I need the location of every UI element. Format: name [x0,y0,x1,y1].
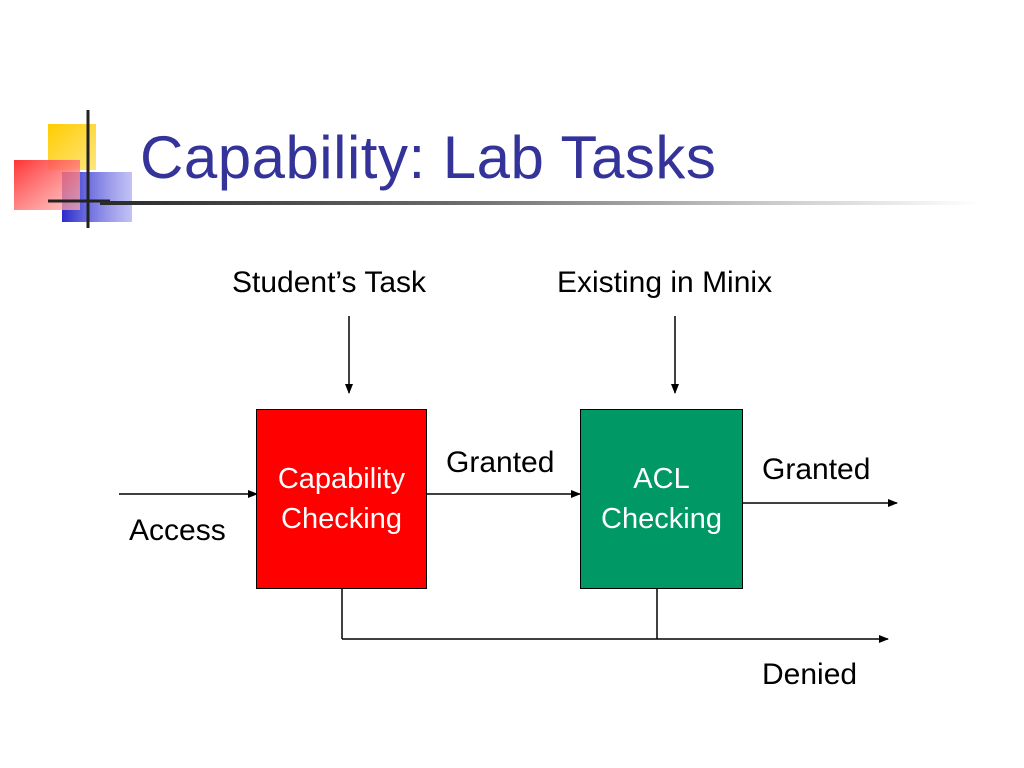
title-underline [100,201,980,205]
capability-box-line2: Checking [281,503,402,535]
access-label: Access [129,514,226,547]
existing-minix-label: Existing in Minix [557,266,773,299]
granted-label-2: Granted [762,453,871,486]
acl-checking-box: ACL Checking [580,409,743,589]
denied-label: Denied [762,658,858,691]
capability-box-line1: Capability [277,463,406,495]
page-title: Capability: Lab Tasks [140,124,717,191]
acl-box-line2: Checking [601,503,722,535]
granted-label-1: Granted [446,446,555,479]
acl-box-line1: ACL [633,463,690,495]
capability-checking-box: Capability Checking [256,409,427,589]
students-task-label: Student’s Task [232,266,427,299]
slide-logo-icon [14,110,132,228]
